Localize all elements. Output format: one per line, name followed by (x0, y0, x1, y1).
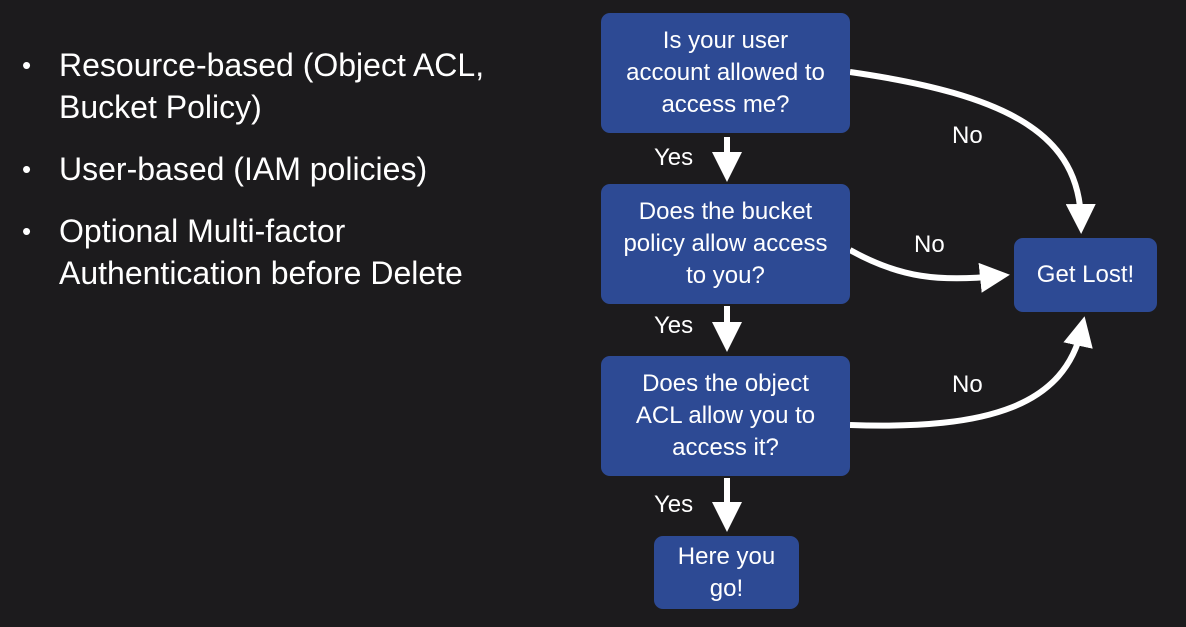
bullet-list: • Resource-based (Object ACL, Bucket Pol… (22, 44, 492, 314)
result-denied: Get Lost! (1014, 238, 1157, 312)
arrow-no-3 (849, 316, 1093, 429)
bullet-item: • User-based (IAM policies) (22, 148, 492, 190)
result-denied-text: Get Lost! (1036, 261, 1135, 288)
decision-object-acl: Does the object ACL allow you to access … (601, 356, 850, 476)
bullet-dot: • (22, 216, 32, 246)
bullet-dot: • (22, 154, 32, 184)
decision-object-acl-text: Does the object ACL allow you to access … (635, 370, 816, 461)
decision-user-account-text: Is your user account allowed to access m… (626, 27, 825, 118)
bullet-text: Optional Multi-factor Authentication bef… (59, 213, 463, 291)
bullet-dot: • (22, 50, 32, 80)
result-success: Here you go! (654, 536, 799, 609)
bullet-item: • Optional Multi-factor Authentication b… (22, 210, 492, 294)
no-label-2: No (914, 231, 945, 258)
decision-bucket-policy-text: Does the bucket policy allow access to y… (623, 198, 828, 289)
arrow-no-1 (849, 69, 1096, 234)
no-label-1: No (952, 122, 983, 149)
bullet-text: User-based (IAM policies) (59, 151, 428, 187)
yes-label-2: Yes (654, 312, 694, 339)
bullet-text: Resource-based (Object ACL, Bucket Polic… (59, 47, 485, 125)
no-label-3: No (952, 371, 983, 398)
yes-label-3: Yes (654, 491, 694, 518)
decision-bucket-policy: Does the bucket policy allow access to y… (601, 184, 850, 304)
result-success-text: Here you go! (677, 542, 776, 602)
arrow-no-2 (848, 247, 1010, 293)
bullet-item: • Resource-based (Object ACL, Bucket Pol… (22, 44, 492, 128)
decision-user-account: Is your user account allowed to access m… (601, 13, 850, 133)
yes-label-1: Yes (654, 144, 694, 171)
